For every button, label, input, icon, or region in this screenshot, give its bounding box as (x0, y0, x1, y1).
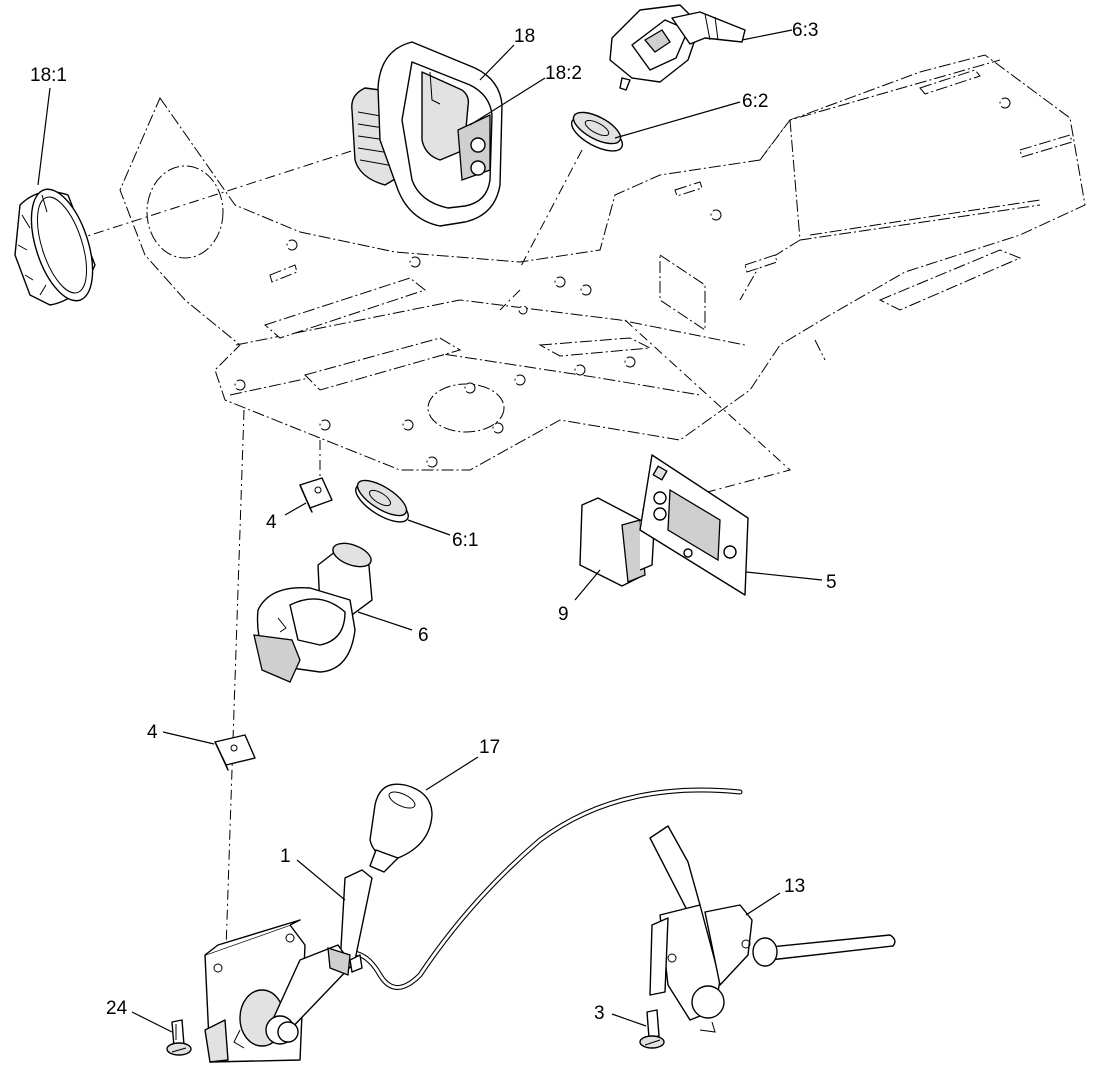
callout-4-bottom: 4 (147, 722, 158, 743)
callout-labels: 18:1 18 18:2 6:3 6:2 4 6:1 6 9 5 4 17 1 … (30, 20, 837, 1024)
callout-6-2: 6:2 (742, 91, 768, 112)
clip-nut-4-top (299, 477, 333, 513)
callout-18: 18 (514, 26, 535, 47)
callout-6-3: 6:3 (792, 20, 818, 41)
callout-1: 1 (280, 846, 291, 867)
decal-panel-5 (639, 454, 749, 596)
callout-3: 3 (594, 1003, 605, 1024)
callout-17: 17 (479, 737, 500, 758)
ignition-key-6-3 (609, 4, 746, 91)
leader-lines (37, 29, 823, 1033)
ignition-switch-6 (253, 542, 373, 683)
screw-24 (166, 1019, 192, 1056)
screw-3 (639, 1009, 665, 1049)
nut-6-2 (570, 111, 624, 152)
callout-5: 5 (826, 572, 837, 593)
callout-6-1: 6:1 (452, 530, 478, 551)
callout-4-top: 4 (266, 512, 277, 533)
switch-cover-9 (579, 497, 655, 587)
callout-24: 24 (106, 998, 128, 1019)
washer-6-1 (355, 479, 409, 523)
callout-9: 9 (558, 604, 569, 625)
throttle-lever-1 (204, 869, 373, 1063)
callout-18-2: 18:2 (545, 63, 582, 84)
mounting-plate (119, 54, 1086, 471)
lever-knob-17 (369, 783, 433, 873)
callout-18-1: 18:1 (30, 65, 67, 86)
clip-nut-4-bottom (214, 734, 256, 771)
retaining-nut-18-1 (14, 188, 96, 306)
choke-bracket-13 (649, 825, 896, 1033)
throttle-cable (327, 787, 743, 990)
callout-6: 6 (418, 625, 429, 646)
callout-13: 13 (784, 876, 805, 897)
hour-meter-18 (351, 41, 503, 227)
